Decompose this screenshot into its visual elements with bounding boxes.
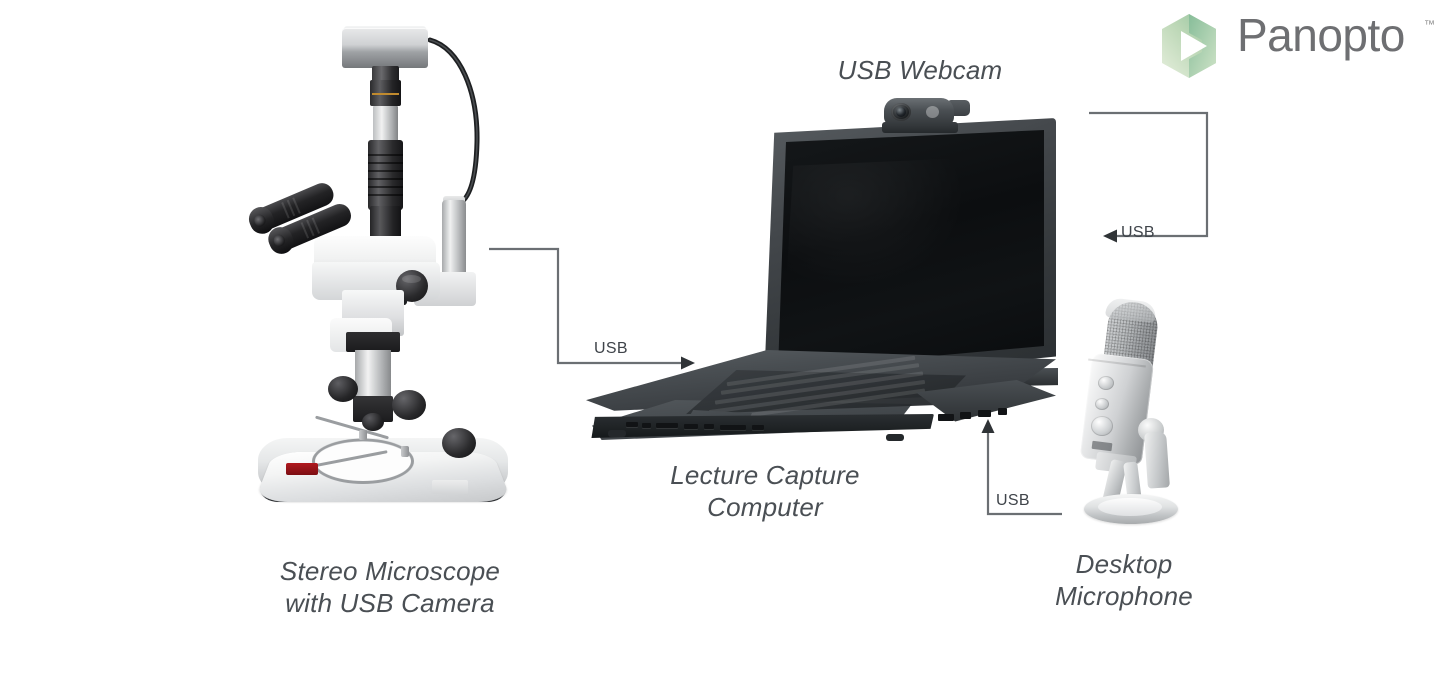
- trademark-symbol: ™: [1424, 19, 1435, 31]
- laptop-screen-reflection: [786, 158, 966, 288]
- laptop-side-usb-ports: [938, 408, 1024, 424]
- panopto-logo: Panopto ™: [1155, 8, 1435, 84]
- label-desktop-microphone: Desktop Microphone: [1055, 549, 1193, 611]
- microscope-camera-mount: [372, 66, 399, 82]
- microscope-usb-camera: [342, 28, 428, 68]
- connector-label-microphone-usb: USB: [996, 492, 1030, 509]
- microscope-base-knob: [442, 428, 476, 458]
- microscope-focus-collar: [346, 332, 400, 352]
- microscope-support-post: [355, 350, 391, 398]
- microscope-adapter-lower: [368, 140, 403, 210]
- microscope-adapter-stripe: [372, 93, 399, 95]
- stereo-microscope-icon: [245, 14, 536, 524]
- microscope-focus-knob-right: [392, 390, 426, 420]
- panopto-wordmark: Panopto ™: [1237, 11, 1435, 81]
- microphone-stand-base-inner: [1098, 498, 1162, 516]
- microphone-pattern-knob: [1098, 376, 1114, 390]
- microscope-stage-clip-knob: [362, 413, 384, 431]
- panopto-hexagon-play-logo-icon: [1155, 11, 1223, 81]
- webcam-lens: [896, 107, 906, 117]
- label-usb-webcam: USB Webcam: [837, 55, 1003, 85]
- laptop-front-ports: [626, 420, 806, 432]
- microscope-focus-knob-left: [328, 376, 358, 402]
- laptop-screen: [778, 130, 1044, 370]
- laptop-icon: [586, 118, 1058, 441]
- microscope-brand-badge: [286, 463, 318, 475]
- desktop-microphone-icon: [1062, 297, 1192, 532]
- label-stereo-microscope: Stereo Microscope with USB Camera: [279, 556, 501, 618]
- svg-text:Panopto: Panopto: [1237, 11, 1405, 61]
- laptop-foot-right: [886, 434, 904, 441]
- microscope-stage-pin-left: [359, 430, 367, 440]
- microscope-name-plate: [432, 480, 468, 494]
- microscope-usb-connector: [442, 200, 466, 286]
- webcam-brand-logo: [926, 106, 939, 118]
- laptop-foot-left: [608, 430, 626, 437]
- microscope-adapter-chrome: [373, 106, 398, 142]
- microphone-headphone-knob: [1095, 398, 1109, 410]
- microphone-gain-knob: [1091, 416, 1113, 436]
- microphone-yoke-right: [1144, 431, 1170, 489]
- microscope-adapter-rings: [368, 154, 403, 198]
- microscope-stage-pin-right: [401, 446, 409, 457]
- label-lecture-capture-computer: Lecture Capture Computer: [670, 460, 860, 522]
- webcam-icon: [878, 96, 974, 138]
- connector-label-microscope-usb: USB: [594, 340, 628, 357]
- connector-label-webcam-usb: USB: [1121, 224, 1155, 241]
- webcam-clip: [882, 122, 958, 133]
